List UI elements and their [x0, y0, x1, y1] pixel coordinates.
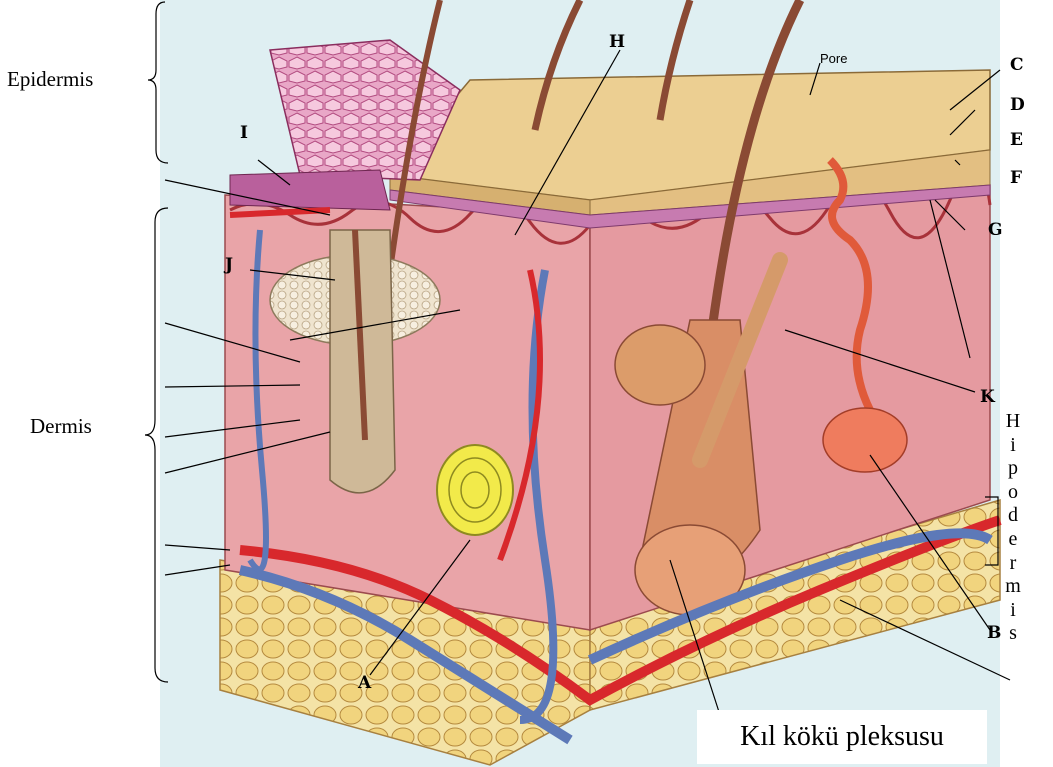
label-k: K — [980, 387, 996, 407]
label-j: J — [223, 255, 233, 275]
label-d: D — [1010, 95, 1025, 115]
pacinian-corpuscle — [437, 445, 513, 535]
hipodermis-letter: p — [1001, 457, 1025, 481]
hipodermis-letter: m — [1001, 575, 1025, 599]
hipodermis-letter: d — [1001, 504, 1025, 528]
label-b: B — [987, 623, 1001, 643]
label-epidermis: Epidermis — [7, 67, 93, 91]
label-g: G — [988, 220, 1003, 240]
label-e: E — [1010, 130, 1023, 150]
label-hipodermis: H i p o d e r m i s — [1001, 410, 1025, 646]
label-f: F — [1010, 168, 1022, 188]
hipodermis-letter: e — [1001, 528, 1025, 552]
hipodermis-letter: i — [1001, 434, 1025, 458]
label-h: H — [609, 32, 625, 52]
label-pore: Pore — [820, 51, 847, 66]
label-dermis: Dermis — [30, 414, 92, 438]
label-c: C — [1010, 55, 1024, 75]
hipodermis-letter: i — [1001, 599, 1025, 623]
label-a: A — [357, 673, 372, 693]
hair-root-plexus-caption: Kıl kökü pleksusu — [697, 710, 987, 764]
hipodermis-letter: H — [1001, 410, 1025, 434]
hipodermis-letter: r — [1001, 552, 1025, 576]
hipodermis-letter: s — [1001, 622, 1025, 646]
label-i: I — [240, 123, 248, 143]
hipodermis-letter: o — [1001, 481, 1025, 505]
